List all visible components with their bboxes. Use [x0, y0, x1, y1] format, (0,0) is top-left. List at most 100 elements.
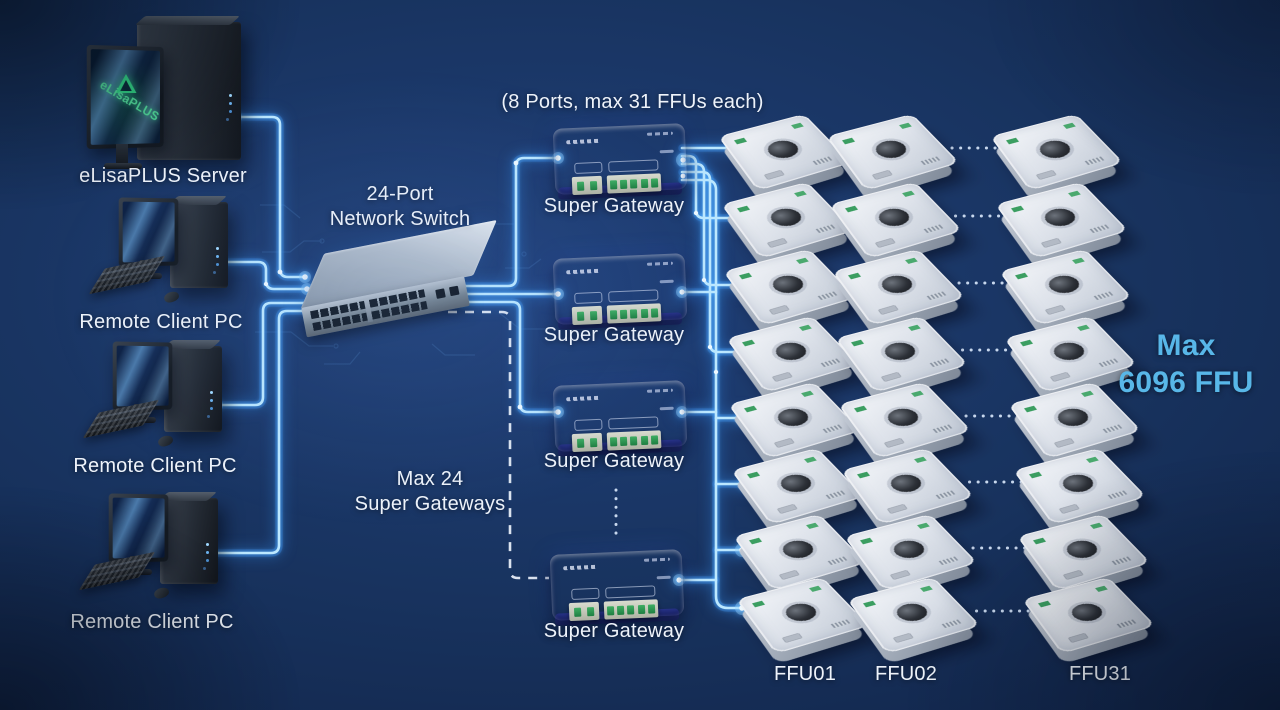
- fan-hub-icon: [765, 205, 806, 229]
- ffu-green-chip: [899, 122, 912, 129]
- ffu-vent: [923, 224, 944, 234]
- ffu-label-tag: [782, 633, 802, 643]
- ffu-vent: [935, 490, 956, 500]
- ffu-vent: [815, 224, 835, 234]
- ffu-label-tag: [876, 238, 895, 248]
- fan-hub-icon: [883, 405, 924, 429]
- ffu-green-chip: [743, 405, 758, 413]
- ffu-green-chip: [806, 522, 819, 529]
- client-label-1: Remote Client PC: [79, 311, 243, 333]
- ffu-green-chip: [1076, 324, 1090, 331]
- gateway-body: [550, 549, 685, 622]
- ffu-vent: [817, 291, 838, 301]
- fan-hub-icon: [1053, 405, 1094, 429]
- ffu-green-chip: [1085, 456, 1099, 463]
- ffu-label-tag: [1050, 372, 1070, 382]
- ffu-green-chip: [803, 456, 817, 463]
- monitor-stand: [116, 144, 128, 164]
- fan-hub-icon: [1057, 471, 1098, 495]
- ffu-green-chip: [791, 122, 804, 129]
- super-gateway-1: [553, 123, 688, 200]
- ffu-label-tag: [1055, 438, 1074, 448]
- server-monitor: eLisaPLUS: [86, 44, 164, 150]
- ffu-column-label-1: FFU01: [773, 663, 837, 685]
- ffu-label-tag: [767, 238, 787, 248]
- ffu-vent: [938, 556, 959, 566]
- ffu-green-chip: [1019, 339, 1033, 347]
- fan-hub-icon: [763, 137, 804, 161]
- mouse: [156, 433, 175, 449]
- client-tower: [164, 346, 222, 432]
- ffu-vent: [932, 424, 953, 434]
- fan-hub-icon: [874, 205, 915, 229]
- mouse: [162, 289, 181, 305]
- ffu-green-chip: [920, 585, 933, 592]
- max-gateways-line1: Max 24: [396, 468, 464, 490]
- switch-uplink-ports: [435, 285, 460, 299]
- fan-hub-icon: [886, 471, 927, 495]
- ffu-green-chip: [748, 537, 763, 545]
- gateway-terminal-block: [568, 601, 600, 622]
- ffu-green-chip: [1023, 405, 1038, 413]
- ffu-label-tag: [770, 305, 789, 315]
- ffu-label-tag: [888, 504, 907, 514]
- gateway-body: [553, 123, 688, 196]
- fan-hub-icon: [889, 537, 930, 561]
- ffu-vent: [825, 490, 845, 500]
- gateway-ports-note: (8 Ports, max 31 FFUs each): [501, 91, 764, 113]
- ffu-green-chip: [1014, 272, 1029, 280]
- ffu-vent: [1093, 291, 1114, 301]
- gateway-marking: [659, 279, 674, 284]
- ffu-green-chip: [1005, 137, 1020, 145]
- client-tower: [160, 498, 218, 584]
- ffu-green-chip: [741, 339, 755, 347]
- fan-hub-icon: [775, 471, 816, 495]
- ffu-green-chip: [917, 522, 930, 529]
- ffu-green-chip: [1067, 190, 1081, 197]
- ffu-green-chip: [1032, 537, 1047, 545]
- ffu-green-chip: [746, 471, 760, 479]
- gateway-label-2: Super Gateway: [543, 324, 685, 346]
- ffu-vent: [1111, 556, 1132, 566]
- ffu-green-chip: [859, 537, 874, 545]
- ffu-vent: [812, 156, 833, 166]
- client-label-3: Remote Client PC: [70, 611, 234, 633]
- ffu-label-tag: [777, 504, 797, 514]
- gateway-marking: [643, 557, 670, 562]
- fan-hub-icon: [768, 272, 809, 296]
- switch-label-line2: Network Switch: [329, 208, 471, 230]
- super-gateway-3: [554, 383, 686, 457]
- max-ffu-line2: 6096 FFU: [1118, 366, 1254, 399]
- ffu-green-chip: [905, 257, 918, 264]
- max-ffu-note: Max 6096 FFU: [1097, 327, 1275, 401]
- ffu-green-chip: [798, 324, 812, 331]
- gateway-slot: [574, 161, 603, 174]
- ffu-green-chip: [1081, 390, 1094, 397]
- gateway-slot: [608, 416, 659, 430]
- ffu-vent: [827, 556, 848, 566]
- ffu-vent: [941, 619, 962, 629]
- mouse: [152, 585, 171, 601]
- ffu-green-chip: [738, 272, 753, 280]
- ffu-green-chip: [1037, 600, 1051, 608]
- gateway-terminal-block: [603, 599, 659, 620]
- client-tower: [170, 202, 228, 288]
- fan-hub-icon: [871, 137, 912, 161]
- fan-hub-icon: [1035, 137, 1076, 161]
- ffu-green-chip: [1010, 205, 1024, 213]
- gateway-body: [553, 253, 688, 326]
- ffu-green-chip: [1063, 122, 1076, 129]
- server-pc: eLisaPLUS: [82, 14, 262, 184]
- server-screen: eLisaPLUS: [90, 49, 160, 145]
- gateway-brand-print: [566, 268, 601, 275]
- fan-hub-icon: [880, 339, 921, 363]
- ffu-green-chip: [902, 190, 915, 197]
- gateway-slot: [605, 585, 656, 599]
- ffu-vent: [1084, 156, 1105, 166]
- max-gateways-note: Max 24 Super Gateways: [330, 467, 530, 517]
- gateway-slot: [574, 291, 603, 304]
- ffu-green-chip: [733, 137, 748, 145]
- client-monitor: [118, 197, 179, 267]
- ffu-label-tag: [1068, 633, 1088, 643]
- ffu-vent: [929, 358, 950, 368]
